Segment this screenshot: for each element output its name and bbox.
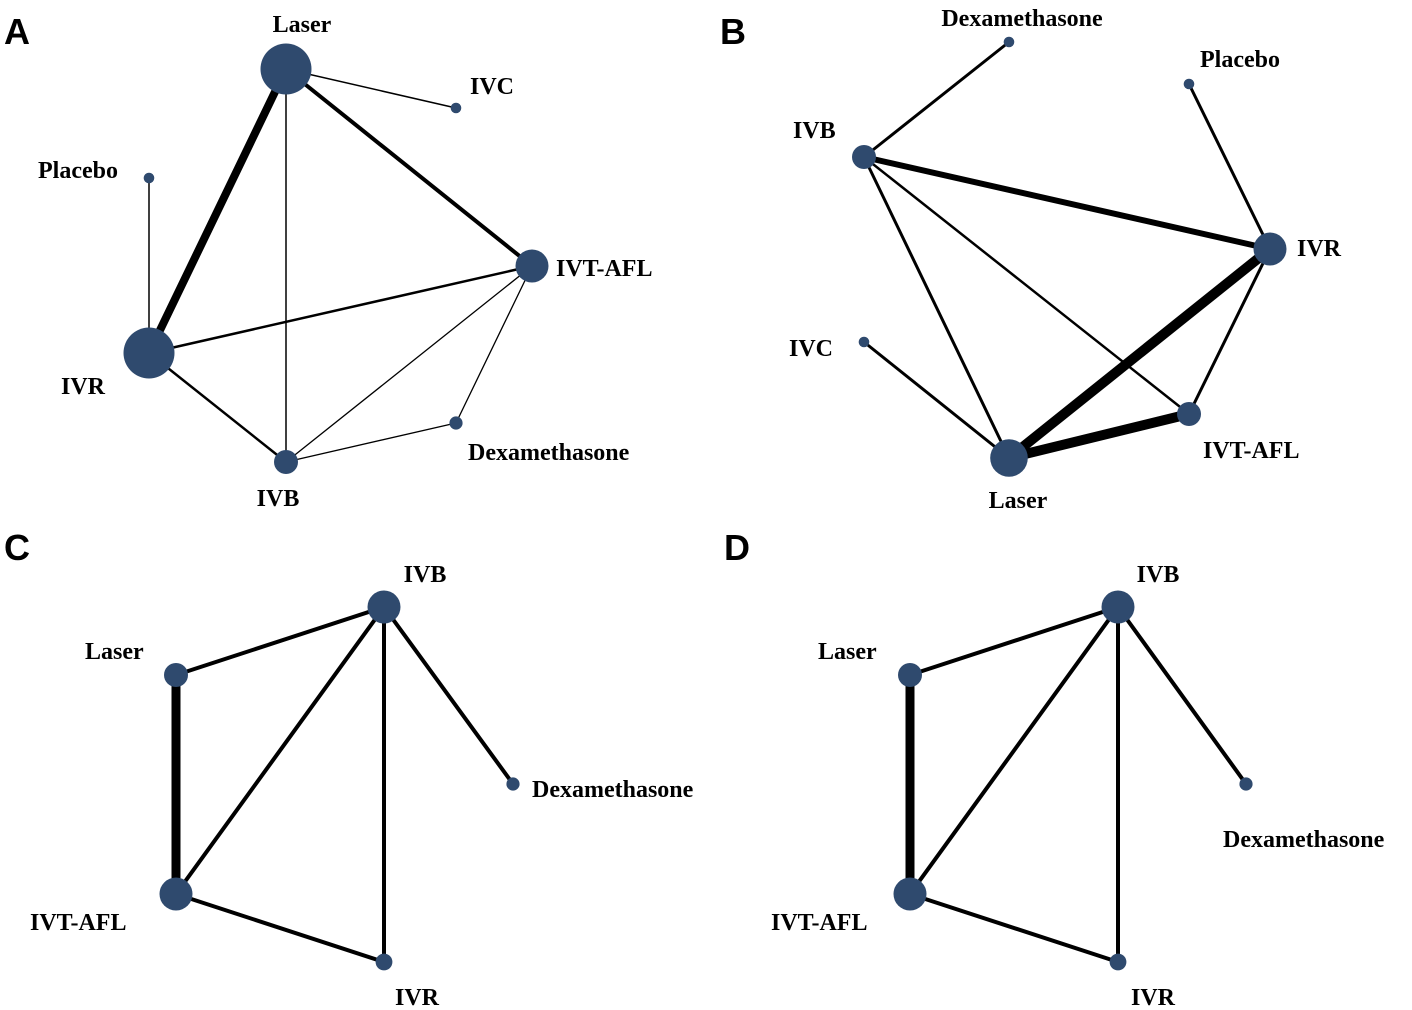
panel-c-node-ivtafl [159,877,193,911]
panel-c-node-laser [164,663,188,687]
panel-c-node-dexa [506,777,520,791]
panel-a: A Laser IVC Placebo IVT-AFL IVR Dexameth… [4,11,652,512]
panel-a-edge-ivr-ivtafl [147,264,534,355]
panel-c-edge-ivtafl-ivr [174,892,386,964]
panel-d-node-ivr [1109,953,1127,971]
panel-b-label-dexamethasone: Dexamethasone [941,6,1103,32]
panel-d: D IVB Laser Dexamethasone IVT-AFL IVR [724,527,1385,1010]
panel-a-edge-ivb-ivtafl [285,265,533,463]
panel-b-edge-ivb-dexa [862,40,1011,159]
panel-b-label-ivc: IVC [789,336,833,362]
panel-c: C IVB Laser Dexamethasone IVT-AFL IVR [4,527,694,1010]
panel-a-edge-laser-ivc [285,68,457,109]
panel-c-nodes [159,590,520,971]
panel-a-edge-ivtafl-dexa [455,265,533,424]
panel-b-node-ivtafl [1177,402,1201,426]
panel-c-edge-laser-ivb [174,605,386,677]
panel-d-edges [905,605,1248,964]
panel-a-node-placebo [143,172,155,184]
panel-a-node-dexa [449,416,463,430]
panel-b-nodes [852,36,1287,477]
panel-d-label-ivr: IVR [1131,985,1176,1010]
panel-a-label-dexamethasone: Dexamethasone [468,440,630,466]
panel-b-node-ivr [1253,232,1287,266]
panel-c-label-dexamethasone: Dexamethasone [532,777,694,803]
panel-b-edge-laser-ivr [1004,244,1275,463]
panel-c-node-ivr [375,953,393,971]
panel-a-label-placebo: Placebo [38,158,118,184]
panel-d-label-dexamethasone: Dexamethasone [1223,827,1385,853]
panel-b-edges [861,40,1275,463]
panel-a-node-ivb [274,450,298,474]
panel-b-node-placebo [1183,78,1195,90]
panel-d-edge-ivb-dexa [1116,605,1248,786]
panel-b-edge-ivb-ivr [861,154,1273,252]
panel-c-label-ivr: IVR [395,985,440,1010]
panel-b-label-ivtafl: IVT-AFL [1203,438,1299,464]
panel-b-edge-ivb-laser [862,155,1011,460]
panel-b-node-laser [990,439,1028,477]
panel-c-label-ivb: IVB [404,562,447,588]
panel-d-node-ivtafl [893,877,927,911]
panel-letter-b: B [720,11,746,52]
panel-letter-d: D [724,527,750,568]
panel-a-label-ivr: IVR [61,374,106,400]
panel-a-label-ivtafl: IVT-AFL [556,256,652,282]
panel-b-node-ivb [852,145,876,169]
panel-d-label-ivb: IVB [1137,562,1180,588]
panel-d-node-dexa [1239,777,1253,791]
panel-b-label-placebo: Placebo [1200,47,1280,73]
panel-b-edge-laser-ivtafl [1004,409,1194,463]
panel-a-edge-laser-ivr [145,65,290,357]
panel-letter-c: C [4,527,30,568]
panel-a-edge-ivb-dexa [285,422,457,463]
panel-a-nodes [123,43,549,474]
panel-d-edge-laser-ivb [908,605,1120,677]
panel-d-label-laser: Laser [818,639,877,665]
panel-b-node-dexa [1003,36,1015,48]
panel-a-label-ivc: IVC [470,74,514,100]
panel-b-edge-placebo-ivr [1187,82,1272,251]
panel-b: B Dexamethasone Placebo IVB IVR IVC IVT-… [720,6,1342,514]
panel-a-node-laser [260,43,312,95]
panel-c-edges [171,605,515,964]
panel-b-label-ivb: IVB [793,118,836,144]
panel-d-node-ivb [1101,590,1135,624]
panel-a-label-ivb: IVB [257,486,300,512]
panel-a-edge-ivr-ivb [147,351,288,464]
panel-d-node-laser [898,663,922,687]
panel-a-edges [145,65,534,464]
panel-c-label-ivtafl: IVT-AFL [30,910,126,936]
panel-b-edge-ivb-ivtafl [862,155,1191,416]
panel-d-label-ivtafl: IVT-AFL [771,910,867,936]
panel-a-node-ivtafl [515,249,549,283]
panel-letter-a: A [4,11,30,52]
panel-b-node-ivc [858,336,870,348]
panel-c-label-laser: Laser [85,639,144,665]
panel-b-edge-ivc-laser [862,340,1011,460]
panel-d-edge-ivtafl-ivb [908,605,1120,896]
panel-b-edge-ivr-ivtafl [1187,247,1272,416]
panel-c-edge-ivb-dexa [382,605,515,786]
panel-b-label-laser: Laser [989,488,1048,514]
panel-b-label-ivr: IVR [1297,236,1342,262]
panel-a-label-laser: Laser [273,12,332,38]
panel-c-node-ivb [367,590,401,624]
panel-a-node-ivc [450,102,462,114]
panel-d-edge-ivtafl-ivr [908,892,1120,964]
panel-a-node-ivr [123,327,175,379]
panel-a-edge-laser-ivtafl [284,67,534,268]
panel-c-edge-ivtafl-ivb [174,605,386,896]
panel-d-nodes [893,590,1253,971]
